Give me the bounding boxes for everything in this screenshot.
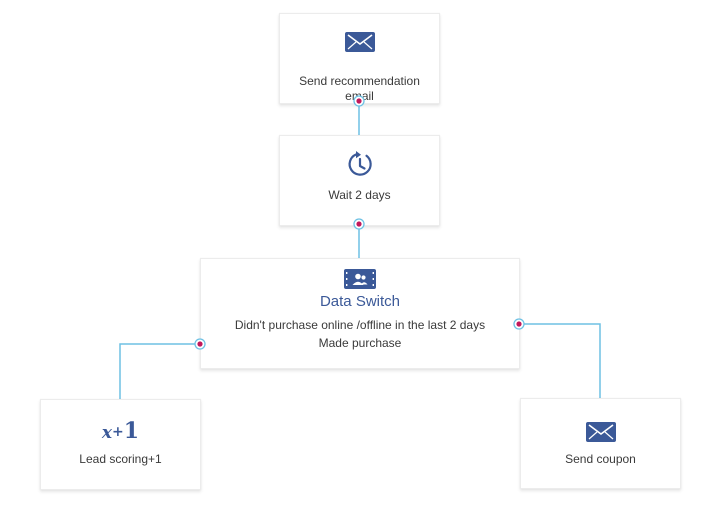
connector-switch-to-lead <box>119 343 200 399</box>
node-label: Wait 2 days <box>328 188 391 202</box>
envelope-icon <box>585 422 616 442</box>
node-label: Send coupon <box>565 452 636 466</box>
output-port-made-purchase[interactable] <box>194 338 206 350</box>
node-data-switch[interactable]: Data Switch Didn't purchase online /offl… <box>200 258 520 369</box>
envelope-icon <box>344 32 375 52</box>
score-icon: x+1 <box>101 418 140 444</box>
switch-condition-made-purchase: Made purchase <box>318 336 402 350</box>
audience-switch-icon <box>344 269 376 289</box>
connector-switch-to-coupon <box>519 323 601 398</box>
node-send-recommendation-email[interactable]: Send recommendation email <box>279 13 440 104</box>
node-lead-scoring[interactable]: x+1 Lead scoring+1 <box>40 399 201 490</box>
node-label: Lead scoring+1 <box>79 452 162 466</box>
output-port-no-purchase[interactable] <box>513 318 525 330</box>
output-port-wait[interactable] <box>353 218 365 230</box>
switch-condition-no-purchase: Didn't purchase online /offline in the l… <box>234 318 486 332</box>
node-send-coupon[interactable]: Send coupon <box>520 398 681 489</box>
output-port-email[interactable] <box>353 95 365 107</box>
timer-icon <box>348 151 372 176</box>
node-title: Data Switch <box>319 293 401 310</box>
